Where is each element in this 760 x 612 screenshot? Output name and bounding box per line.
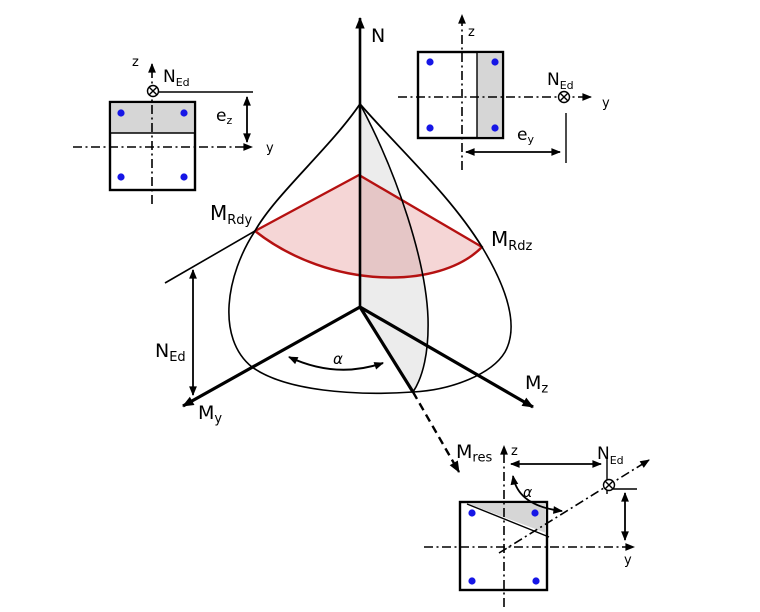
mz-axis-label: Mz [525,372,548,397]
load-point-cross [604,480,614,490]
ey-label: ey [517,125,534,146]
z-axis-label: z [468,25,475,40]
mz-axis [359,305,534,409]
inset-bottom-right-labels: z y NEd α [511,444,632,568]
ned-label: NEd [155,340,186,365]
load-point-cross [148,86,158,96]
mres-axis-solid [358,306,415,393]
ned-label: NEd [163,67,190,89]
rebar-dot [117,109,125,117]
mres-dashed-arrow [411,391,461,473]
main-axes [182,17,534,473]
interaction-cut-region [253,173,484,279]
my-axis-label: My [198,402,222,427]
rebar-dot [491,124,499,132]
mrdy-label: MRdy [210,201,253,228]
z-axis-label: z [132,55,139,70]
alpha-label: α [333,350,343,368]
inset-top-right-labels: z y NEd ey [468,25,610,146]
z-axis-label: z [511,444,518,459]
mrdz-label: MRdz [491,227,533,254]
load-point-symbol [602,478,616,492]
y-axis-label: y [624,553,632,568]
meridian-right [412,246,512,393]
ned-label: NEd [597,444,624,467]
resultant-axis [498,459,650,554]
rebar-dot [180,173,188,181]
compression-zone [477,53,502,137]
cone-edge-right [359,103,483,248]
rebar-dot [531,509,539,517]
load-point-symbol [146,84,160,98]
rebar-dot [117,173,125,181]
n-axis-label: N [371,25,385,47]
load-point-symbol [557,90,571,104]
mres-axis-label: Mres [456,441,492,466]
ned-label: NEd [547,70,574,92]
y-axis-label: y [266,141,274,156]
inset-top-right: z y NEd ey [398,14,610,170]
cutting-plane-fill [360,104,429,392]
inset-top-left: z y NEd ez [73,55,274,204]
rebar-dot [426,124,434,132]
rebar-dot [468,509,476,517]
neutral-axis-line [466,503,550,538]
my-axis [182,305,361,408]
rebar-dot [426,58,434,66]
y-axis-label: y [602,96,610,111]
ez-label: ez [216,106,232,127]
rebar-dot [491,58,499,66]
cone-edge-left [254,103,361,232]
interaction-surface [164,103,512,395]
inset-bottom-right: z y NEd α [424,444,650,607]
inset-top-left-labels: z y NEd ez [132,55,274,156]
rebar-dot [532,577,540,585]
cutting-plane-boundary [359,103,429,393]
rebar-dot [468,577,476,585]
rebar-dot [180,109,188,117]
alpha-arc [510,475,563,514]
diagram-root: N My Mz Mres MRdy MRdz NEd α [73,14,650,607]
alpha-label: α [523,485,533,501]
main-labels: N My Mz Mres MRdy MRdz NEd α [155,25,548,466]
load-point-cross [559,92,569,102]
mrdy-extension-line [164,230,256,284]
alpha-arc [288,356,384,371]
